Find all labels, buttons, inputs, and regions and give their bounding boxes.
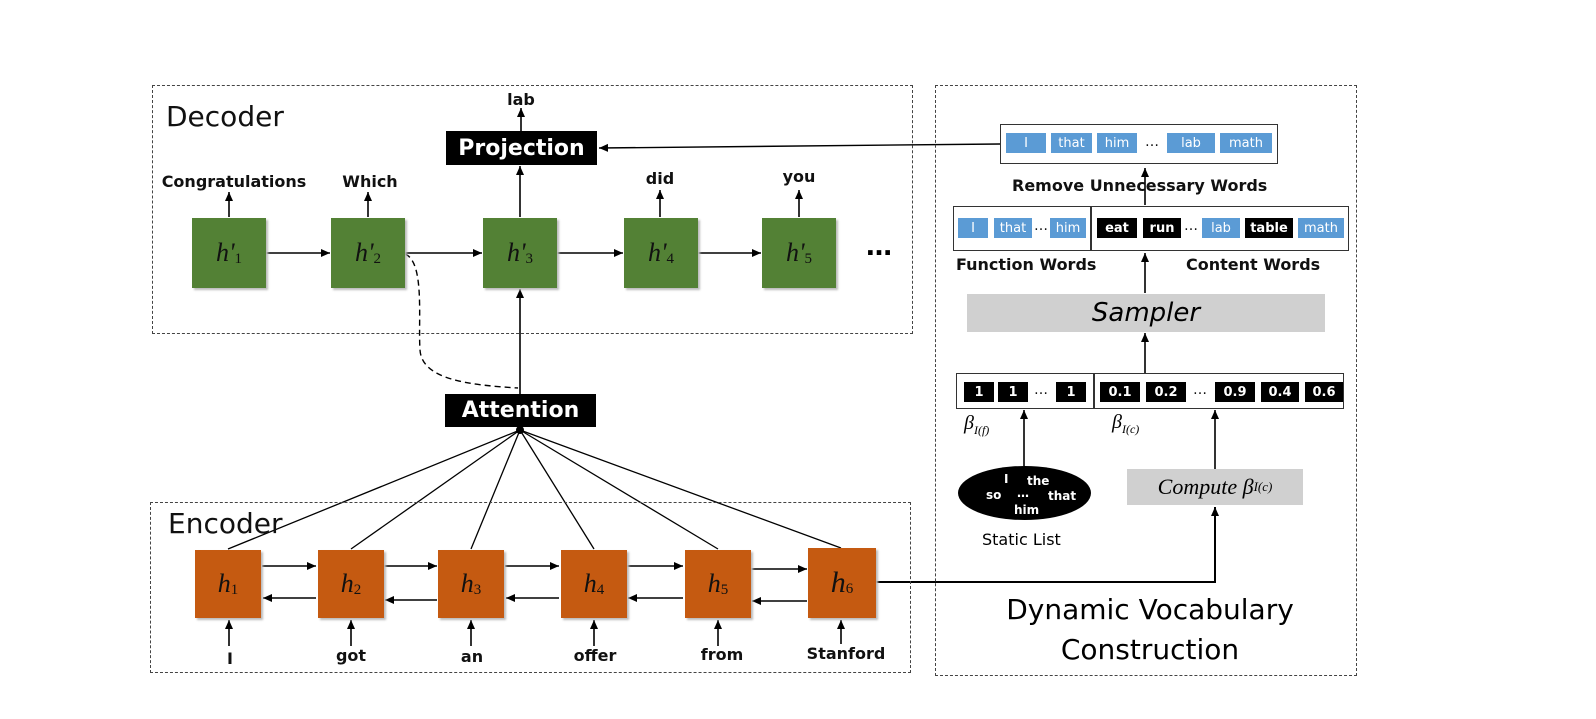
- content-word-ellipsis: …: [1184, 218, 1198, 234]
- encoder-input-word: from: [700, 645, 744, 664]
- decoder-state-box: h'5: [762, 218, 836, 288]
- decoder-output-word: Congratulations: [161, 172, 307, 191]
- beta-c-chip: 0.4: [1261, 382, 1299, 402]
- dvc-title: Dynamic Vocabulary Construction: [990, 590, 1310, 670]
- dvc-title-line1: Dynamic Vocabulary: [1006, 593, 1294, 626]
- static-word: …: [1017, 486, 1029, 500]
- function-word-chip: him: [1050, 218, 1086, 238]
- beta-f-chip: 1: [998, 382, 1028, 402]
- decoder-output-word: did: [645, 169, 675, 188]
- vocab-chip: I: [1006, 133, 1046, 153]
- beta-divider: [1093, 373, 1095, 409]
- decoder-state-box: h'4: [624, 218, 698, 288]
- sampler-box: Sampler: [967, 294, 1325, 332]
- static-list-ellipse: [958, 466, 1091, 520]
- split-divider: [1090, 206, 1092, 251]
- attention-box: Attention: [445, 394, 596, 427]
- decoder-state-box: h'2: [331, 218, 405, 288]
- encoder-region: [150, 502, 911, 673]
- vocab-chip: him: [1097, 133, 1137, 153]
- beta-f-chip: 1: [964, 382, 994, 402]
- static-list-caption: Static List: [982, 530, 1061, 549]
- static-word: him: [1014, 503, 1040, 517]
- static-word: that: [1048, 489, 1077, 503]
- vocab-chip: math: [1220, 133, 1272, 153]
- function-word-chip: that: [994, 218, 1032, 238]
- beta-c-ellipsis: …: [1193, 382, 1207, 398]
- static-word: the: [1027, 474, 1050, 488]
- dvc-title-line2: Construction: [1060, 633, 1240, 666]
- content-word-chip: table: [1245, 218, 1293, 238]
- content-word-chip: eat: [1097, 218, 1137, 238]
- function-words-caption: Function Words: [956, 255, 1097, 274]
- encoder-input-word: got: [335, 646, 367, 665]
- beta-f-chip: 1: [1056, 382, 1086, 402]
- projection-box: Projection: [446, 131, 597, 165]
- content-word-chip: run: [1143, 218, 1181, 238]
- encoder-input-word: I: [227, 649, 233, 668]
- static-word: I: [1004, 472, 1009, 486]
- beta-c-chip: 0.6: [1305, 382, 1343, 402]
- vocab-chip: lab: [1167, 133, 1215, 153]
- vocab-chip: that: [1051, 133, 1092, 153]
- content-word-chip: math: [1298, 218, 1344, 238]
- encoder-input-word: an: [460, 647, 484, 666]
- decoder-ellipsis: …: [866, 232, 892, 262]
- vocab-ellipsis: …: [1145, 134, 1159, 150]
- decoder-state-box: h'1: [192, 218, 266, 288]
- beta-c-label: βI(c): [1112, 411, 1140, 436]
- decoder-title: Decoder: [166, 100, 284, 133]
- beta-f-ellipsis: …: [1034, 382, 1048, 398]
- function-word-chip: I: [958, 218, 988, 238]
- decoder-output-word: you: [782, 167, 816, 186]
- content-words-caption: Content Words: [1186, 255, 1321, 274]
- decoder-state-box: h'3: [483, 218, 557, 288]
- remove-words-caption: Remove Unnecessary Words: [1012, 176, 1268, 195]
- beta-c-chip: 0.9: [1215, 382, 1255, 402]
- beta-f-label: βI(f): [964, 412, 990, 437]
- decoder-output-word: Which: [342, 172, 398, 191]
- decoder-region: [152, 85, 913, 334]
- function-word-ellipsis: …: [1034, 218, 1048, 234]
- encoder-input-word: Stanford: [806, 644, 886, 663]
- beta-c-chip: 0.1: [1100, 382, 1140, 402]
- content-word-chip: lab: [1202, 218, 1240, 238]
- encoder-title: Encoder: [168, 507, 283, 540]
- beta-c-chip: 0.2: [1146, 382, 1186, 402]
- encoder-input-word: offer: [573, 646, 617, 665]
- projection-output-word: lab: [507, 90, 535, 109]
- dvc-region: [935, 85, 1357, 676]
- static-word: so: [986, 488, 1002, 502]
